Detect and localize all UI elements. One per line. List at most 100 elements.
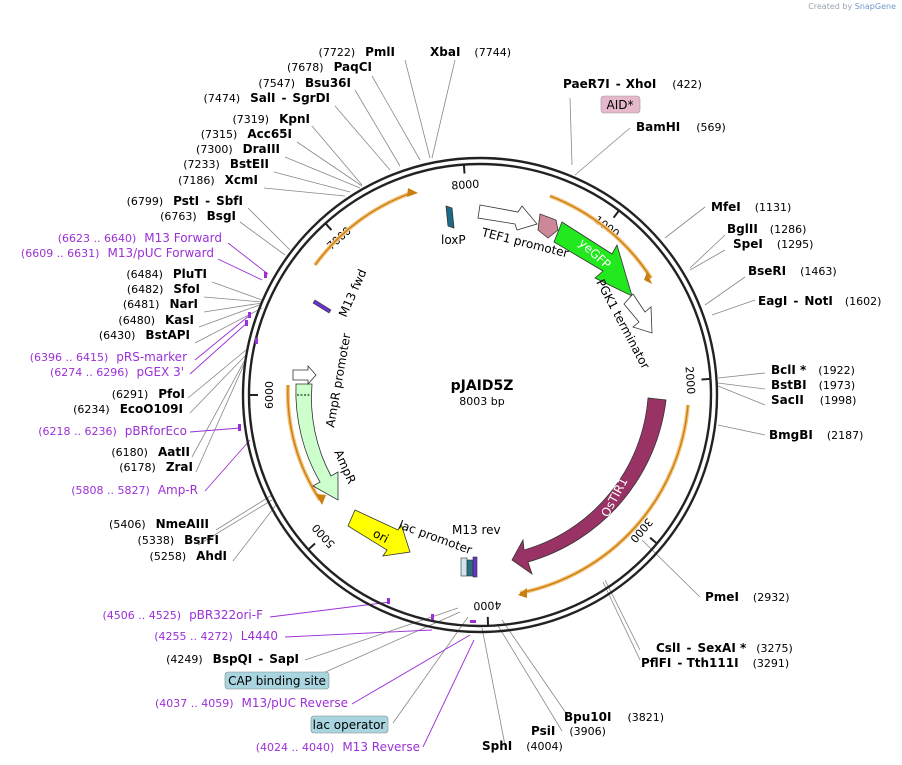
tick-mark (307, 542, 316, 551)
site-label[interactable]: EagI-NotI(1602) (758, 294, 881, 308)
site-label[interactable]: (7233)BstEII (183, 157, 269, 171)
ampr-promoter-feature[interactable] (292, 364, 317, 386)
site-label[interactable]: SacII(1998) (771, 393, 856, 407)
site-label[interactable]: (6430)BstAPI (99, 328, 190, 342)
site-label[interactable]: PmeI(2932) (705, 590, 789, 604)
site-label[interactable]: BamHI(569) (636, 120, 726, 134)
site-label[interactable]: PaeR7I-XhoI(422) (563, 77, 702, 91)
m13-fwd-label: M13 fwd (336, 267, 369, 319)
tick-mark (701, 377, 711, 381)
m13-fwd-feature[interactable] (312, 299, 332, 314)
site-label[interactable]: (6291)PfoI (112, 387, 185, 401)
site-label[interactable]: MfeI(1131) (711, 200, 791, 214)
primer-label[interactable]: (6623 .. 6640)M13 Forward (58, 231, 222, 245)
ampr-promoter-label: AmpR promoter (323, 332, 353, 428)
site-label[interactable]: (6763)BsgI (160, 209, 236, 223)
site-label[interactable]: (6481)NarI (123, 297, 198, 311)
aid-feature[interactable] (537, 213, 559, 239)
tick-label: 6000 (263, 381, 276, 409)
site-label[interactable]: SpeI(1295) (733, 237, 813, 251)
site-label[interactable]: (6484)PluTI (126, 267, 207, 281)
sites-right: PaeR7I-XhoI(422) BamHI(569) MfeI(1131) B… (482, 77, 881, 753)
primer-label[interactable]: (6274 .. 6296)pGEX 3' (50, 365, 184, 379)
site-label[interactable]: (6234)EcoO109I (73, 402, 183, 416)
site-label[interactable]: (6482)SfoI (127, 282, 200, 296)
primer-label[interactable]: (6218 .. 6236)pBRforEco (38, 424, 187, 438)
loxP-label: loxP (441, 233, 466, 247)
site-label[interactable]: (7722)PmlI (319, 45, 395, 59)
orf-arrowhead (316, 494, 326, 505)
ostir1-feature[interactable] (511, 397, 667, 576)
site-label[interactable]: (7474)SalI-SgrDI (204, 91, 330, 105)
aid-label-box (600, 95, 641, 114)
site-label[interactable]: CslI-SexAI *(3275) (656, 641, 793, 655)
site-label[interactable]: PsiI(3906) (531, 724, 606, 738)
site-label[interactable]: (6799)PstI-SbfI (127, 194, 243, 208)
plasmid-name: pJAID5Z (451, 378, 514, 394)
site-label[interactable]: (6180)AatII (111, 445, 190, 459)
site-label[interactable]: (5258)AhdI (150, 549, 227, 563)
tick-label: 8000 (451, 178, 480, 193)
site-label[interactable]: (5406)NmeAIII (109, 517, 209, 531)
orf-arrowhead (518, 588, 527, 598)
site-label[interactable]: BglII(1286) (727, 222, 806, 236)
site-label[interactable]: (5338)BsrFI (138, 533, 219, 547)
tick-mark (324, 222, 333, 231)
site-label[interactable]: (7319)KpnI (233, 112, 310, 126)
primer-label[interactable]: (5808 .. 5827)Amp-R (71, 483, 198, 497)
site-label[interactable]: BclI *(1922) (771, 363, 855, 377)
primer-label[interactable]: (4255 .. 4272)L4440 (154, 629, 278, 643)
ostir1-label: OsTIR1 (598, 475, 630, 519)
backbone-outer (241, 156, 719, 634)
plasmid-size: 8003 bp (459, 395, 504, 408)
cap-binding-box (224, 671, 330, 690)
site-label[interactable]: BstBI(1973) (771, 378, 855, 392)
lac-operator-feature[interactable] (466, 559, 474, 577)
site-label[interactable]: (7186)XcmI (178, 173, 258, 187)
tick-mark (649, 536, 658, 545)
site-label[interactable]: (6178)ZraI (119, 460, 193, 474)
ampr-feature[interactable] (295, 383, 339, 501)
site-label[interactable]: XbaI(7744) (430, 45, 511, 59)
site-label[interactable]: SphI(4004) (482, 739, 563, 753)
orf-arrowhead (644, 272, 652, 284)
primer-lines (189, 242, 475, 748)
site-label[interactable]: BmgBI(2187) (769, 428, 863, 442)
tick-label: 2000 (683, 366, 698, 395)
site-label[interactable]: PflFI-Tth111I(3291) (641, 656, 789, 670)
ori-label: ori (371, 526, 391, 546)
orf-arrowhead (407, 188, 418, 197)
sites-left: (7722)PmlI XbaI(7744) (7678)PaqCI (7547)… (73, 45, 511, 666)
tick-mark (462, 164, 466, 174)
site-label[interactable]: (4249)BspQI-SapI (166, 652, 299, 666)
site-label[interactable]: (7547)Bsu36I (258, 76, 351, 90)
site-label[interactable]: (6480)KasI (118, 313, 194, 327)
site-label[interactable]: BseRI(1463) (748, 264, 837, 278)
primer-label[interactable]: (4037 .. 4059)M13/pUC Reverse (155, 696, 348, 710)
lac-operator-box (310, 715, 389, 734)
primer-label[interactable]: (6609 .. 6631)M13/pUC Forward (21, 246, 214, 260)
loxP-feature[interactable] (445, 205, 455, 229)
site-label[interactable]: (7678)PaqCI (287, 60, 372, 74)
site-label[interactable]: (7300)DraIII (196, 142, 280, 156)
orf-arcs-inner (287, 191, 689, 594)
m13-rev-label: M13 rev (452, 523, 501, 537)
primer-label[interactable]: (4024 .. 4040)M13 Reverse (256, 740, 420, 754)
site-label[interactable]: Bpu10I(3821) (564, 710, 664, 724)
primers: (6623 .. 6640)M13 Forward (6609 .. 6631)… (21, 231, 420, 754)
primer-label[interactable]: (6396 .. 6415)pRS-marker (30, 350, 187, 364)
tef1-promoter-feature[interactable] (477, 204, 538, 231)
primer-markers (238, 272, 476, 623)
site-label[interactable]: (7315)Acc65I (201, 127, 292, 141)
lac-operator-label: lac operator (313, 718, 386, 732)
cap-site-feature[interactable] (460, 557, 468, 577)
ori-feature[interactable] (347, 509, 411, 557)
aid-label: AID* (607, 98, 634, 112)
m13-rev-feature[interactable] (472, 556, 478, 578)
pgk1-terminator-feature[interactable] (623, 293, 653, 334)
yegfp-feature[interactable] (553, 221, 633, 297)
cap-binding-label: CAP binding site (228, 674, 326, 688)
tick-label: 5000 (309, 521, 337, 551)
primer-label[interactable]: (4506 .. 4525)pBR322ori-F (103, 608, 264, 622)
